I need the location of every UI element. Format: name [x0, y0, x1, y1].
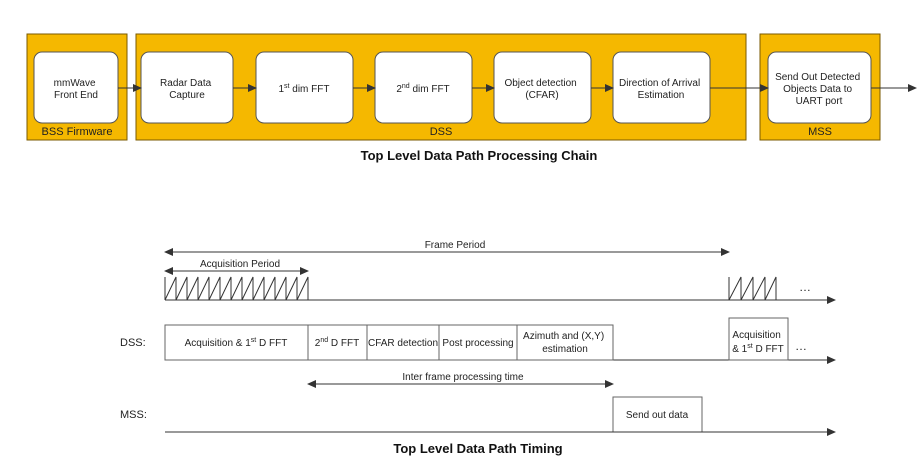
block-label-doa: Direction of Arrival Estimation [619, 78, 703, 101]
group-label-mss: MSS [808, 126, 832, 138]
chirp-sawtooth-frame [164, 276, 309, 301]
dss-row-label: DSS: [120, 337, 146, 349]
block-label-capture: Radar Data Capture [160, 78, 214, 101]
timing-title: Top Level Data Path Timing [393, 441, 562, 456]
group-label-dss: DSS [430, 126, 453, 138]
block-label-fft1: 1st dim FFT [278, 83, 329, 95]
frame-period-label: Frame Period [425, 240, 486, 251]
dss-segment-post-processing [438, 324, 518, 361]
dss-label-post-processing: Post processing [442, 338, 513, 349]
acquisition-period-label: Acquisition Period [200, 259, 280, 270]
chain-title: Top Level Data Path Processing Chain [361, 148, 598, 163]
mss-segment-send-out [612, 396, 703, 433]
block-label-send: Send Out Detected Objects Data to UART p… [775, 72, 863, 107]
block-label-cfar: Object detection (CFAR) [504, 78, 579, 101]
dss-ellipsis: … [795, 339, 807, 353]
chirp-ellipsis: … [799, 280, 811, 294]
dss-segment-second-fft [307, 324, 368, 361]
dss-label-cfar: CFAR detection [368, 338, 438, 349]
chirp-sawtooth-next-frame [728, 276, 777, 301]
dss-segment-acquisition-next [728, 317, 789, 361]
dss-segment-azimuth [516, 324, 614, 361]
dss-label-acquisition: Acquisition & 1st D FFT [185, 337, 288, 349]
mss-row-label: MSS: [120, 409, 147, 421]
dss-label-acquisition-next: Acquisition & 1st D FFT [732, 330, 784, 355]
dss-label-azimuth: Azimuth and (X,Y) estimation [523, 331, 607, 355]
block-label-front-end: mmWave Front End [54, 78, 99, 101]
dss-label-second-fft: 2nd D FFT [315, 337, 359, 349]
block-label-fft2: 2nd dim FFT [396, 83, 449, 95]
inter-frame-label: Inter frame processing time [402, 372, 524, 383]
mss-label-send-out: Send out data [626, 410, 689, 421]
dss-segment-acquisition [164, 324, 309, 361]
group-label-bss: BSS Firmware [42, 126, 113, 138]
